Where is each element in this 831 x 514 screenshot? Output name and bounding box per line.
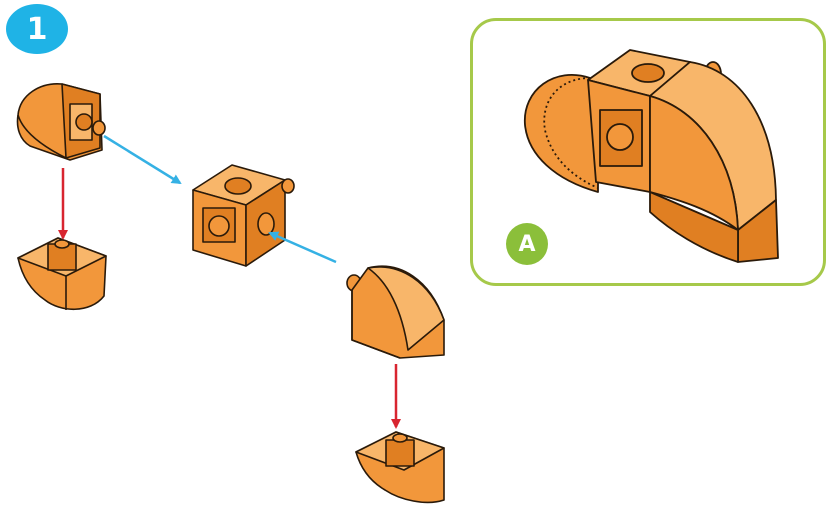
arrow-icon [268, 231, 337, 264]
wedge-brick-icon-2 [355, 431, 445, 504]
curved-brick-icon [16, 83, 106, 161]
result-label-badge: A [506, 223, 548, 265]
step-number-badge: 1 [6, 4, 68, 54]
wedge-brick-icon [17, 237, 107, 310]
arrow-icon [103, 134, 182, 185]
curved-brick-icon-2 [346, 265, 445, 359]
cube-connector-icon [192, 164, 295, 267]
